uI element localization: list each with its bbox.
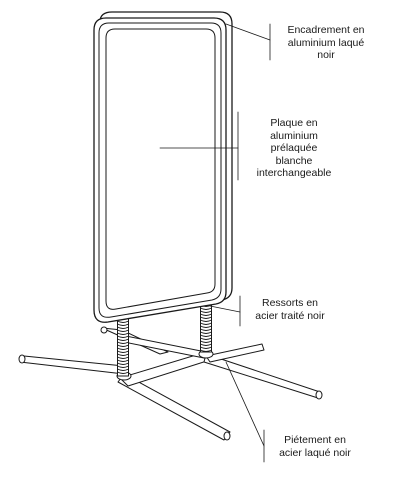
label-panel: Plaque en aluminium prélaquée blanche in… xyxy=(244,117,344,180)
white-panel xyxy=(105,28,216,310)
label-base: Piétement en acier laqué noir xyxy=(270,434,360,459)
steel-base xyxy=(18,326,323,441)
label-frame-line-1: Encadrement en xyxy=(287,24,365,36)
label-base-line-2: acier laqué noir xyxy=(279,446,351,459)
label-base-line-1: Piétement en xyxy=(284,434,346,446)
label-spring-line-2: acier traité noir xyxy=(255,309,325,322)
label-frame-line-2: aluminium laqué xyxy=(287,36,365,49)
label-panel-line-3: prélaquée xyxy=(270,142,318,154)
label-spring: Ressorts en acier traité noir xyxy=(250,297,330,322)
label-panel-line-4: blanche xyxy=(275,154,313,167)
label-panel-line-2: aluminium xyxy=(270,129,318,142)
label-panel-line-5: interchangeable xyxy=(256,167,332,179)
label-spring-line-1: Ressorts en xyxy=(261,297,319,309)
left-spring xyxy=(117,313,129,377)
label-panel-line-1: Plaque en xyxy=(270,117,318,129)
label-frame: Encadrement en aluminium laqué noir xyxy=(276,24,376,62)
label-frame-line-3: noir xyxy=(317,49,335,61)
leader-lines xyxy=(159,23,271,463)
